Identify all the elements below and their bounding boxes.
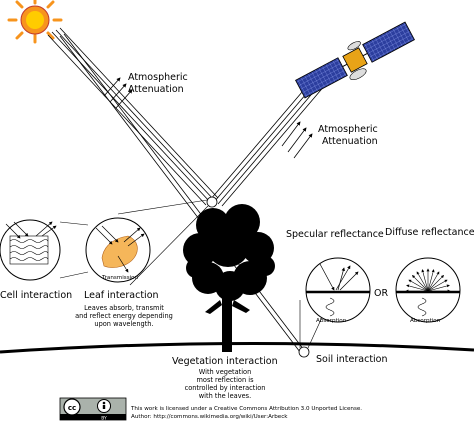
attenuation-label-lower: Attenuation — [322, 136, 378, 147]
leaf-interaction-label: Leaf interaction — [84, 290, 159, 301]
reflected-rays — [209, 77, 327, 207]
diffuse-ray — [411, 274, 429, 292]
transmission-label: Transmission — [101, 275, 139, 281]
satellite-icon — [295, 21, 415, 99]
diffuse-ray — [427, 269, 435, 292]
cell-interaction-label: Cell interaction — [0, 290, 72, 301]
canopy-focus-circle — [206, 196, 218, 208]
diffuse-ray — [427, 279, 448, 292]
atmospheric-label-top: Atmospheric — [128, 72, 188, 83]
or-label: OR — [374, 288, 388, 299]
diffuse-reflectance-diagram — [395, 257, 461, 323]
diffuse-ray — [427, 284, 450, 292]
diffuse-ray — [406, 284, 429, 292]
vegetation-description-3: controlled by interaction — [185, 384, 266, 392]
atmospheric-label-lower: Atmospheric — [318, 124, 378, 135]
sun-icon — [7, 0, 63, 44]
by-person-icon — [102, 401, 106, 405]
cc-icon: cc — [68, 404, 76, 412]
soil-interaction-label: Soil interaction — [316, 354, 388, 365]
specular-reflectance-label: Specular reflectance — [286, 229, 384, 240]
by-label: BY — [101, 416, 107, 422]
license-text: This work is licensed under a Creative C… — [130, 406, 362, 412]
diffuse-ray — [408, 279, 429, 292]
cc-license-badge[interactable]: cc BY — [59, 397, 127, 422]
diffuse-ray — [421, 269, 429, 292]
zoom-lines-left — [59, 199, 209, 286]
soil-focus-circle — [298, 346, 310, 358]
incoming-rays — [47, 27, 305, 353]
author-text[interactable]: Author: http://commons.wikimedia.org/wik… — [131, 414, 288, 420]
absorption-label-specular: Absorption — [316, 318, 347, 324]
vegetation-interaction-label: Vegetation interaction — [172, 356, 278, 367]
attenuation-arrows-upper — [103, 77, 133, 109]
attenuation-arrows-lower — [281, 121, 313, 159]
leaf-description-3: upon wavelength. — [94, 320, 153, 328]
specular-reflectance-diagram — [305, 257, 371, 323]
diffuse-ray — [427, 271, 440, 292]
diffuse-ray — [416, 271, 429, 292]
attenuation-label-top: Attenuation — [128, 84, 184, 95]
leaf-interaction-diagram — [85, 217, 151, 283]
vegetation-description-2: most reflection is — [196, 376, 254, 384]
ground-line — [0, 341, 474, 354]
diffuse-ray — [427, 274, 445, 292]
cell-interaction-diagram — [0, 219, 61, 281]
diffuse-reflectance-label: Diffuse reflectance — [385, 227, 474, 238]
vegetation-description-4: with the leaves. — [199, 392, 251, 400]
absorption-label-diffuse: Absorption — [410, 318, 441, 324]
leaf-description-1: Leaves absorb, transmit — [84, 304, 164, 312]
tree-icon — [183, 204, 275, 352]
vegetation-description-1: With vegetation — [199, 368, 252, 376]
leaf-description-2: and reflect energy depending — [75, 312, 173, 320]
